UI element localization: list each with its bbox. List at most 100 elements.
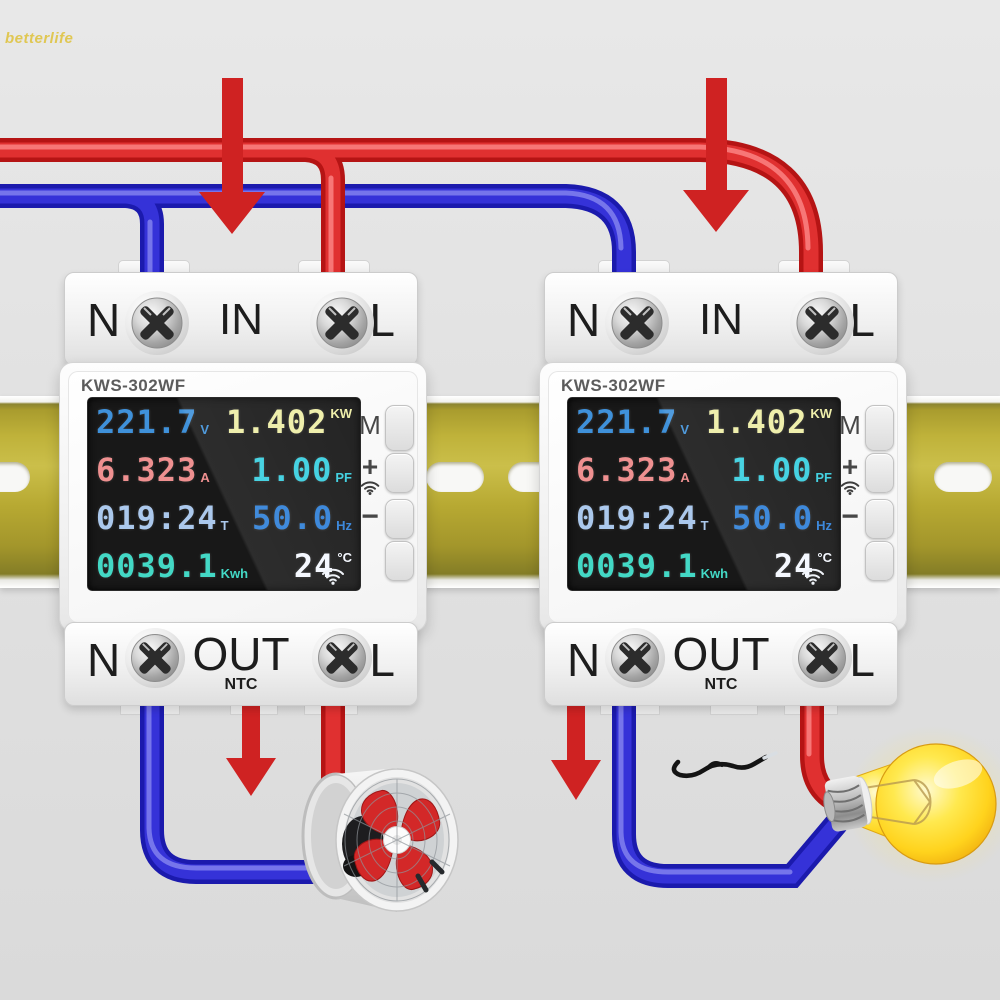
power-unit: KW: [810, 406, 832, 421]
temperature-unit: °C: [337, 550, 352, 565]
frequency-unit: Hz: [336, 518, 352, 533]
terminal-screw-icon: [604, 627, 666, 689]
live-wire: [0, 138, 823, 290]
plus-button-label: +: [841, 451, 859, 482]
time-unit: T: [700, 518, 709, 533]
terminal-label-n: N: [87, 634, 121, 686]
temperature-value: 24: [293, 547, 335, 585]
terminal-label-ntc: NTC: [704, 676, 738, 693]
bottom-terminal-block: N OUT NTC L: [544, 622, 898, 706]
neutral-wire-to-bulb: [612, 690, 848, 888]
terminal-label-out: OUT: [672, 628, 770, 680]
time-value: 019:24: [96, 499, 218, 537]
terminal-label-in: IN: [219, 295, 263, 344]
power-factor-unit: PF: [335, 470, 352, 485]
bottom-terminal-block: N OUT NTC L: [64, 622, 418, 706]
minus-button: [865, 499, 894, 539]
blank-button: [385, 541, 414, 581]
terminal-label-in: IN: [699, 295, 743, 344]
wifi-icon: [322, 568, 344, 585]
terminal-screw-icon: [125, 291, 189, 355]
current-flow-arrows: [199, 78, 749, 800]
minus-button-label: −: [841, 500, 859, 533]
temperature-unit: °C: [817, 550, 832, 565]
energy-unit: Kwh: [220, 566, 249, 581]
model-label: KWS-302WF: [561, 376, 666, 395]
live-wire-to-bulb: [800, 690, 862, 818]
energy-value: 0039.1: [576, 547, 698, 585]
din-rail-slot: [934, 462, 992, 492]
terminal-screw-icon: [124, 627, 186, 689]
menu-button-label: M: [359, 410, 381, 440]
power-factor-unit: PF: [815, 470, 832, 485]
top-terminal-block: N IN L: [64, 272, 418, 366]
current-value: 6.323: [96, 451, 198, 489]
terminal-label-n: N: [567, 294, 601, 346]
menu-button: [865, 405, 894, 451]
terminal-screw-icon: [311, 627, 373, 689]
flow-arrow-icon: [551, 703, 601, 800]
plus-button: [865, 453, 894, 493]
power-value: 1.402: [226, 403, 328, 441]
terminal-label-ntc: NTC: [224, 676, 258, 693]
menu-button-label: M: [839, 410, 861, 440]
menu-button: [385, 405, 414, 451]
energy-unit: Kwh: [700, 566, 729, 581]
frequency-value: 50.0: [732, 499, 814, 537]
wifi-icon: [840, 481, 860, 495]
energy-value: 0039.1: [96, 547, 218, 585]
terminal-label-l: L: [849, 634, 875, 686]
terminal-label-n: N: [87, 294, 121, 346]
terminal-label-out: OUT: [192, 628, 290, 680]
blank-button: [865, 541, 894, 581]
neutral-wire: [0, 184, 636, 290]
terminal-screw-icon: [310, 291, 374, 355]
terminal-screw-icon: [791, 627, 853, 689]
din-rail-slot: [426, 462, 484, 492]
current-unit: A: [680, 470, 690, 485]
voltage-value: 221.7: [576, 403, 678, 441]
plus-button: [385, 453, 414, 493]
top-terminal-block: N IN L: [544, 272, 898, 366]
power-unit: KW: [330, 406, 352, 421]
time-value: 019:24: [576, 499, 698, 537]
voltage-value: 221.7: [96, 403, 198, 441]
din-rail-slot: [0, 462, 30, 492]
flow-arrow-icon: [199, 78, 265, 234]
voltage-unit: V: [200, 422, 209, 437]
wifi-icon: [360, 481, 380, 495]
current-unit: A: [200, 470, 210, 485]
minus-button-label: −: [361, 500, 379, 533]
watermark: betterlife: [5, 30, 74, 47]
power-value: 1.402: [706, 403, 808, 441]
temperature-value: 24: [773, 547, 815, 585]
voltage-unit: V: [680, 422, 689, 437]
flow-arrow-icon: [226, 703, 276, 796]
frequency-value: 50.0: [252, 499, 334, 537]
frequency-unit: Hz: [816, 518, 832, 533]
terminal-label-n: N: [567, 634, 601, 686]
flow-arrow-icon: [683, 78, 749, 232]
terminal-screw-icon: [790, 291, 854, 355]
wifi-icon: [802, 568, 824, 585]
current-value: 6.323: [576, 451, 678, 489]
time-unit: T: [220, 518, 229, 533]
power-factor-value: 1.00: [251, 451, 333, 489]
minus-button: [385, 499, 414, 539]
neutral-wire-to-fan: [140, 690, 364, 884]
plus-button-label: +: [361, 451, 379, 482]
power-factor-value: 1.00: [731, 451, 813, 489]
